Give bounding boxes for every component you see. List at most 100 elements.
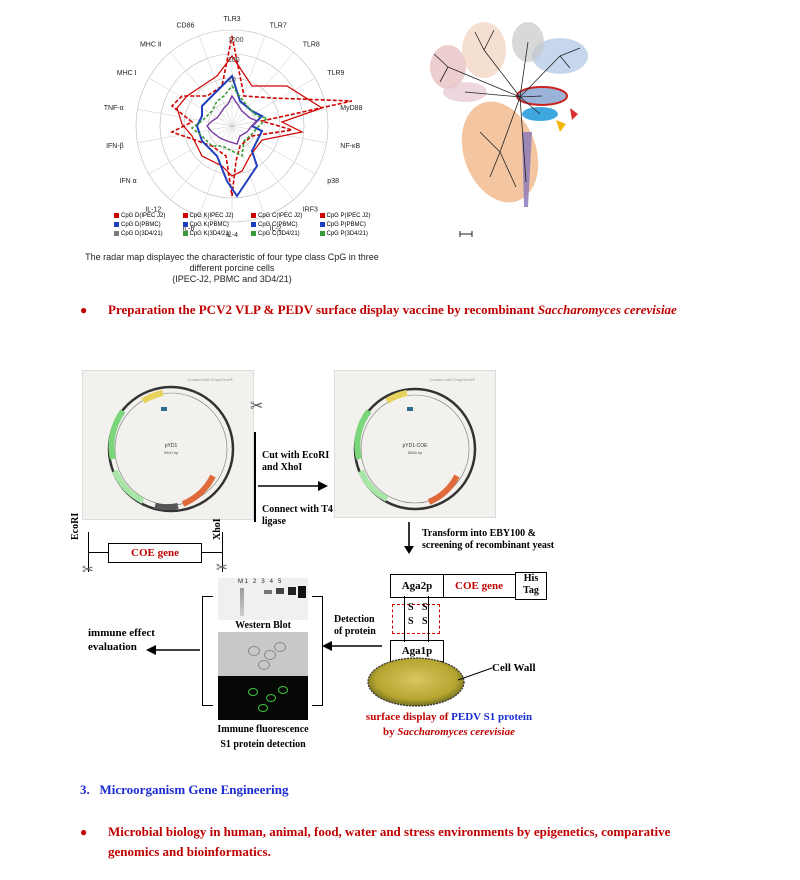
link-line-right: [428, 596, 429, 642]
legend-label: CpG P(3D4/21): [326, 231, 368, 237]
legend-swatch: [319, 230, 325, 236]
sulfur-label-3: S: [422, 602, 428, 613]
legend-entry: CpG P(PBMC): [319, 221, 385, 230]
legend-entry: CpG K(PBMC): [182, 221, 248, 230]
radar-spoke: [137, 125, 233, 143]
legend-label: CpG D(PBMC): [121, 222, 161, 228]
radar-axis-label: MHC Ⅰ: [117, 70, 137, 77]
plasmid-left-name: pYD1: [165, 443, 178, 449]
radar-caption: The radar map displayec the characterist…: [74, 252, 390, 285]
radar-axis-label: IL-6: [182, 226, 194, 233]
coe-gene-left-tick: [88, 532, 89, 572]
legend-label: CpG C(3D4/21): [258, 231, 300, 237]
plasmid-right-size: 5658 bp: [408, 450, 423, 455]
legend-label: CpG D(IPEC J2): [121, 213, 166, 219]
phylogenetic-tree: [430, 22, 588, 237]
bullet-icon-2: ●: [80, 825, 88, 839]
immune-fluorescence-label: Immune fluorescence S1 protein detection: [217, 724, 309, 750]
legend-swatch: [251, 221, 256, 227]
coe-gene-right-tick: [222, 532, 223, 572]
radar-axis-label: MHC Ⅱ: [140, 41, 161, 48]
legend-swatch: [182, 230, 188, 236]
scissors-icon-left: ✂: [82, 563, 94, 578]
radar-spoke: [231, 52, 294, 127]
radar-axis-label: NF-κB: [340, 143, 360, 150]
radar-spoke: [137, 109, 233, 127]
brightfield-image: [218, 632, 308, 676]
legend-entry: CpG D(3D4/21): [114, 230, 179, 239]
transform-label: Transform into EBY100 & screening of rec…: [422, 528, 555, 551]
phylogenetic-tree-figure: [420, 12, 610, 242]
radar-scale-1000: 1000: [228, 37, 244, 44]
wb-lanes: M 1 2 3 4 5: [238, 579, 282, 585]
section3-bullet: ● Microbial biology in human, animal, fo…: [80, 822, 720, 862]
legend-entry: CpG D(PBMC): [114, 221, 179, 230]
legend-entry: CpG C(IPEC J2): [251, 212, 316, 221]
radar-spoke: [231, 125, 327, 143]
plasmid-right-panel: Created with SnapGene® pYD1-COE 5658 bp: [334, 370, 496, 518]
radar-axis-label: IL-2: [270, 226, 282, 233]
legend-label: CpG C(IPEC J2): [258, 213, 303, 219]
section1-text: Preparation the PCV2 VLP & PEDV surface …: [108, 302, 538, 317]
yeast-cell-image: [367, 657, 465, 707]
arrow-down-icon: [404, 522, 414, 554]
radar-axis-label: IRF3: [303, 207, 318, 214]
radar-legend: CpG D(IPEC J2) CpG K(IPEC J2) CpG C(IPEC J…: [114, 212, 384, 239]
radar-axis-label: IL-4: [226, 232, 238, 239]
legend-swatch: [251, 212, 256, 218]
radar-axis-label: IFN α: [119, 178, 136, 185]
radar-spoke: [231, 125, 316, 175]
legend-swatch: [251, 230, 256, 236]
scissors-icon: ✂: [250, 398, 264, 415]
legend-swatch: [114, 230, 119, 236]
legend-label: CpG P(PBMC): [326, 222, 366, 228]
legend-label: CpG K(3D4/21): [189, 231, 231, 237]
step-cut-label: Cut with EcoRI and XhoI: [262, 450, 330, 473]
sulfur-label-4: S: [422, 616, 428, 627]
radar-axis-label: TLR7: [270, 23, 287, 30]
legend-swatch: [182, 212, 188, 218]
legend-entry: CpG P(IPEC J2): [319, 212, 385, 221]
bullet-icon: ●: [80, 303, 88, 317]
radar-spoke: [170, 52, 233, 127]
arrow-left-icon-2: [146, 645, 200, 655]
coe-gene-box: COE gene: [108, 543, 202, 563]
cell-wall-label: Cell Wall: [492, 662, 536, 674]
arrow-right-icon: [258, 481, 328, 491]
legend-swatch: [319, 221, 325, 227]
coe-gene-construct: COE gene: [443, 574, 515, 598]
radar-axis-label: TLR3: [223, 16, 240, 23]
sulfur-label-1: S: [408, 602, 414, 613]
radar-axis-label: TLR9: [327, 70, 344, 77]
his-tag-box: His Tag: [515, 572, 547, 600]
snapgene-credit-left: Created with SnapGene®: [187, 377, 233, 382]
legend-entry: CpG K(IPEC J2): [182, 212, 248, 221]
link-line-left: [404, 596, 405, 642]
surface-display-caption: surface display of PEDV S1 protein by Sa…: [365, 711, 533, 738]
legend-entry: CpG C(3D4/21): [251, 230, 316, 239]
radar-axis-label: IL-12: [145, 207, 161, 214]
section1-italic: Saccharomyces cerevisiae: [537, 302, 677, 317]
arrow-left-icon: [322, 641, 382, 651]
legend-entry: CpG P(3D4/21): [319, 230, 385, 239]
western-blot-panel: M 1 2 3 4 5: [218, 578, 308, 620]
plasmid-right-map: Created with SnapGene® pYD1-COE 5658 bp: [353, 377, 477, 511]
radar-axis-label: TNF-α: [104, 105, 124, 112]
immune-effect-label: immune effect evaluation: [88, 627, 155, 653]
legend-label: CpG K(PBMC): [189, 222, 229, 228]
snapgene-credit-right: Created with SnapGene®: [429, 377, 475, 382]
section3-text: Microbial biology in human, animal, food…: [108, 824, 671, 859]
results-bracket-right: [312, 596, 323, 706]
radar-caption-line1: The radar map displayec the characterist…: [85, 252, 379, 273]
western-blot-label: Western Blot: [235, 620, 291, 631]
legend-label: CpG C(PBMC): [258, 222, 298, 228]
legend-swatch: [114, 221, 119, 227]
legend-swatch: [114, 212, 119, 218]
divider-line: [254, 432, 256, 522]
radar-spoke: [231, 77, 316, 127]
disulfide-dashed-box: [392, 604, 440, 634]
radar-axis-label: p38: [327, 178, 339, 185]
radar-spoke: [148, 125, 233, 175]
radar-spoke: [198, 35, 233, 127]
